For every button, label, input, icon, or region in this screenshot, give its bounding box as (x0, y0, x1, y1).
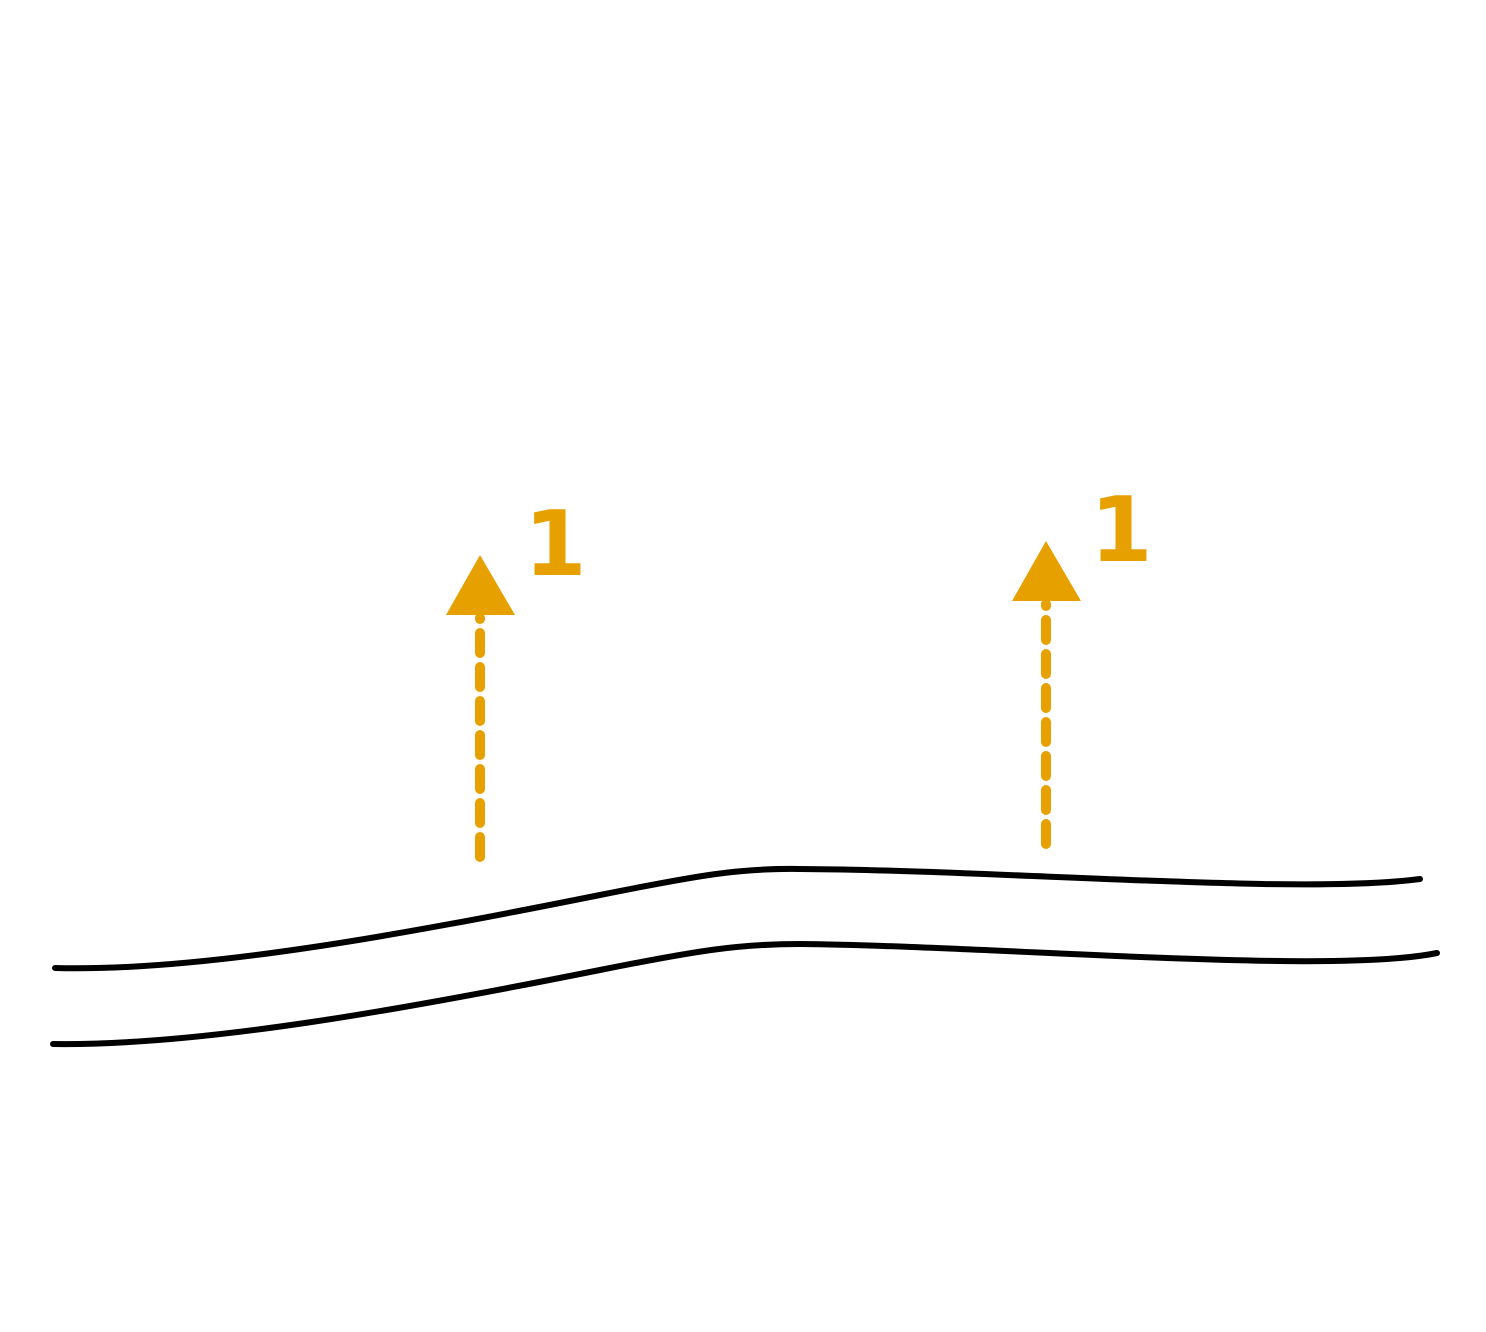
arrow-left: 1 (446, 492, 587, 862)
arrow-head (446, 555, 515, 615)
arrow-head (1012, 541, 1081, 601)
band-lower-edge (50, 940, 1440, 1048)
band-upper-edge (52, 865, 1423, 972)
arrow-label: 1 (524, 492, 587, 597)
arrow-right: 1 (1012, 478, 1153, 849)
arrow-label: 1 (1090, 478, 1153, 583)
